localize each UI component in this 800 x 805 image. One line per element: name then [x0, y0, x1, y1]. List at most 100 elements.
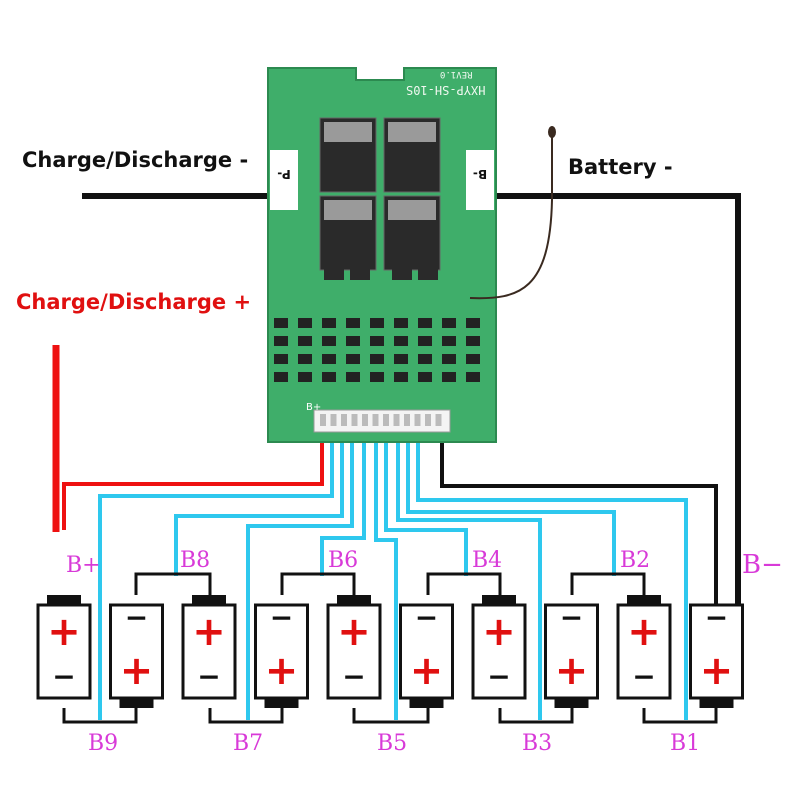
- connector-pin: [351, 414, 358, 426]
- smd-component: [466, 372, 480, 382]
- cell-positive-cap: [47, 595, 81, 606]
- pin-label-b6: B6: [328, 548, 359, 573]
- small-transistor: [418, 250, 438, 280]
- board-model-text: HXYP-SH-10S: [406, 83, 485, 97]
- battery-cell: +−: [544, 601, 599, 708]
- pin-label-b4: B4: [472, 548, 503, 573]
- b-minus-sense-wire: [440, 430, 718, 605]
- cell-link-bottom: [498, 708, 574, 724]
- cell-minus-sign: −: [52, 660, 75, 693]
- cell-link-top: [570, 572, 646, 595]
- pad-b-plus-label: B+: [306, 402, 321, 413]
- cell-plus-sign: +: [482, 609, 516, 655]
- smd-component: [466, 318, 480, 328]
- smd-component: [442, 372, 456, 382]
- cell-minus-sign: −: [705, 601, 728, 634]
- connector-pin: [393, 414, 400, 426]
- smd-component: [274, 336, 288, 346]
- cell-minus-sign: −: [632, 660, 655, 693]
- cell-positive-cap: [482, 595, 516, 606]
- mosfet-tab: [324, 200, 372, 220]
- pin-label-b1: B1: [670, 731, 701, 756]
- cell-body: [326, 603, 382, 700]
- smd-component: [466, 354, 480, 364]
- smd-component: [418, 354, 432, 364]
- b-plus-sense-wire: [62, 430, 324, 530]
- smd-component: [466, 336, 480, 346]
- battery-cell: +−: [689, 601, 744, 708]
- cell-positive-cap: [554, 697, 589, 708]
- cell-positive-cap: [119, 697, 154, 708]
- cell-positive-cap: [337, 595, 371, 606]
- cell-minus-sign: −: [415, 601, 438, 634]
- battery-negative-label: Battery -: [568, 155, 673, 179]
- smd-component: [370, 318, 384, 328]
- pin-label-b-minus: B−: [742, 550, 783, 580]
- smd-component: [298, 372, 312, 382]
- cell-plus-sign: +: [265, 648, 299, 694]
- smd-component: [370, 354, 384, 364]
- connector-pin: [425, 414, 431, 426]
- smd-component: [370, 372, 384, 382]
- cell-link-bottom: [208, 708, 284, 724]
- connector-pin: [404, 414, 410, 426]
- pin-label-b5: B5: [377, 731, 408, 756]
- smd-component: [274, 318, 288, 328]
- cell-body: [471, 603, 527, 700]
- cell-link-bottom: [62, 708, 138, 724]
- connector-pin: [320, 414, 326, 426]
- smd-component: [298, 336, 312, 346]
- cell-plus-sign: +: [627, 609, 661, 655]
- smd-component: [442, 318, 456, 328]
- cell-body: [399, 603, 454, 700]
- sense-wire-b9: [98, 430, 334, 720]
- smd-component: [394, 354, 408, 364]
- smd-component: [322, 372, 336, 382]
- sense-wire-b6: [320, 430, 366, 576]
- cell-positive-cap: [409, 697, 444, 708]
- connector-pin: [362, 414, 368, 426]
- pin-label-b8: B8: [180, 548, 211, 573]
- battery-cell: +−: [36, 595, 92, 700]
- battery-cell: +−: [616, 595, 672, 700]
- pad-p-minus: [270, 150, 298, 210]
- small-transistor: [392, 250, 412, 280]
- smd-component: [394, 318, 408, 328]
- sense-wire-b2: [406, 430, 616, 576]
- connector-pin: [372, 414, 379, 426]
- pad-p-minus-label: P-: [277, 167, 291, 181]
- cell-plus-sign: +: [120, 648, 154, 694]
- pad-b-minus-label: B-: [473, 167, 487, 181]
- pin-label-b2: B2: [620, 548, 651, 573]
- thermistor-lead: [469, 135, 553, 300]
- cell-plus-sign: +: [192, 609, 226, 655]
- cell-positive-cap: [699, 697, 734, 708]
- battery-cell: +−: [326, 595, 382, 700]
- smd-component: [418, 318, 432, 328]
- sense-wire-b5: [374, 430, 398, 720]
- cell-link-top: [280, 572, 356, 595]
- small-transistor: [350, 250, 370, 280]
- wires-layer: [52, 193, 741, 724]
- charge-discharge-negative-label: Charge/Discharge -: [22, 148, 249, 172]
- cell-link-top: [134, 572, 212, 595]
- sense-wire-b8: [174, 430, 344, 576]
- cell-plus-sign: +: [337, 609, 371, 655]
- pin-label-b9: B9: [88, 731, 119, 756]
- battery-cell: +−: [109, 601, 164, 708]
- smd-component: [298, 354, 312, 364]
- cell-link-bottom: [642, 708, 718, 724]
- cell-body: [36, 603, 92, 700]
- smd-component: [418, 372, 432, 382]
- pad-b-minus: [466, 150, 494, 210]
- connector-pin: [330, 414, 337, 426]
- cell-body: [109, 603, 164, 700]
- smd-component: [298, 318, 312, 328]
- cell-minus-sign: −: [560, 601, 583, 634]
- cell-body: [544, 603, 599, 700]
- smd-component: [442, 336, 456, 346]
- cell-minus-sign: −: [342, 660, 365, 693]
